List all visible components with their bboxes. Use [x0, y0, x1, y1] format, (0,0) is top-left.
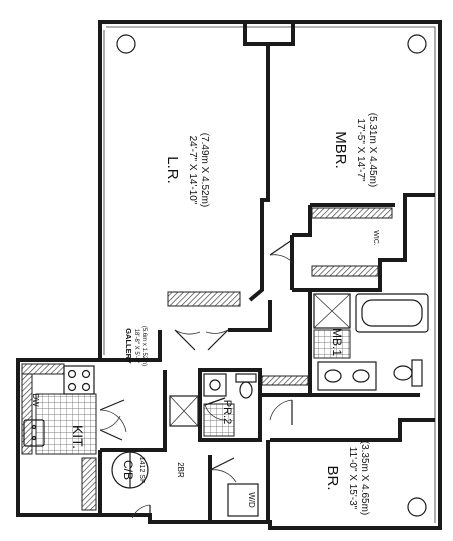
kitchen-counter-side [21, 373, 33, 455]
bedroom-dims: 11'-0" X 15'-3" [347, 447, 358, 510]
unit-type: 2BR [176, 462, 185, 478]
dishwasher-label: DW [31, 393, 40, 407]
kitchen-pantry [81, 457, 97, 511]
gallery-name: GALLERY [124, 328, 133, 364]
living-room-cabinet [167, 291, 241, 307]
master-bedroom-name: MBR. [332, 131, 349, 169]
washer-dryer-label: W/D [247, 492, 256, 508]
kitchen-sink [23, 419, 45, 447]
gallery-label: GALLERY 18'-8" X 5'-0" (5.6m x 1.52m) [124, 326, 147, 366]
living-room-name: L.R. [164, 156, 181, 184]
hall-closet [169, 395, 199, 427]
powder-room-sink [203, 373, 227, 397]
bedroom-label: BR. 11'-0" X 15'-3" (3.35m X 4.65m) [324, 441, 370, 515]
powder-room-name: PR.2 [221, 400, 233, 424]
column-marker-top-left [116, 34, 136, 54]
bath-tile-floor [313, 329, 351, 359]
gallery-dims-metric: (5.6m x 1.52m) [141, 326, 147, 366]
doors [99, 239, 293, 522]
shower [313, 293, 351, 329]
kitchen-counter-top [21, 363, 65, 375]
living-room-dims: 24'-7" X 14'-10" [187, 136, 198, 205]
mbr-closet-shelf-top [311, 207, 393, 219]
master-bath-name: MB.1 [330, 328, 344, 356]
living-room-dims-metric: (7.49m X 4.52m) [199, 133, 210, 207]
hall-shelf [261, 375, 309, 386]
master-bedroom-dims-metric: (5.31m X 4.45m) [367, 113, 378, 187]
interior-walls [18, 44, 435, 522]
gallery-dims: 18'-8" X 5'-0" [133, 329, 139, 364]
bedroom-dims-metric: (3.35m X 4.65m) [359, 441, 370, 515]
toilet-powder-room [235, 373, 257, 399]
column-marker-top-right [407, 34, 427, 54]
master-bedroom-label: MBR. 17'-5" X 14'-7" (5.31m X 4.45m) [332, 113, 378, 187]
master-bedroom-dims: 17'-5" X 14'-7" [355, 118, 366, 182]
powder-room-tile [203, 403, 235, 437]
bath-vanity [317, 361, 377, 391]
structural-notch [243, 22, 295, 46]
kitchen-name: KIT. [70, 425, 86, 449]
bedroom-name: BR. [324, 465, 341, 490]
column-marker-bottom-right [407, 497, 427, 517]
bathtub [355, 293, 429, 333]
stove [63, 365, 95, 395]
living-room-label: L.R. 24'-7" X 14'-10" (7.49m X 4.52m) [164, 133, 210, 207]
toilet-master-bath [393, 359, 423, 387]
unit-area: 1412 SF [138, 457, 145, 483]
unit-badge-code: C/B [121, 460, 135, 480]
walk-in-closet-name: WIC. [372, 230, 379, 246]
mbr-closet-shelf-bottom [311, 265, 379, 277]
kitchen-tile-floor [35, 393, 97, 455]
unit-badge: C/B 1412 SF [111, 451, 149, 489]
washer-dryer-box [227, 483, 259, 517]
